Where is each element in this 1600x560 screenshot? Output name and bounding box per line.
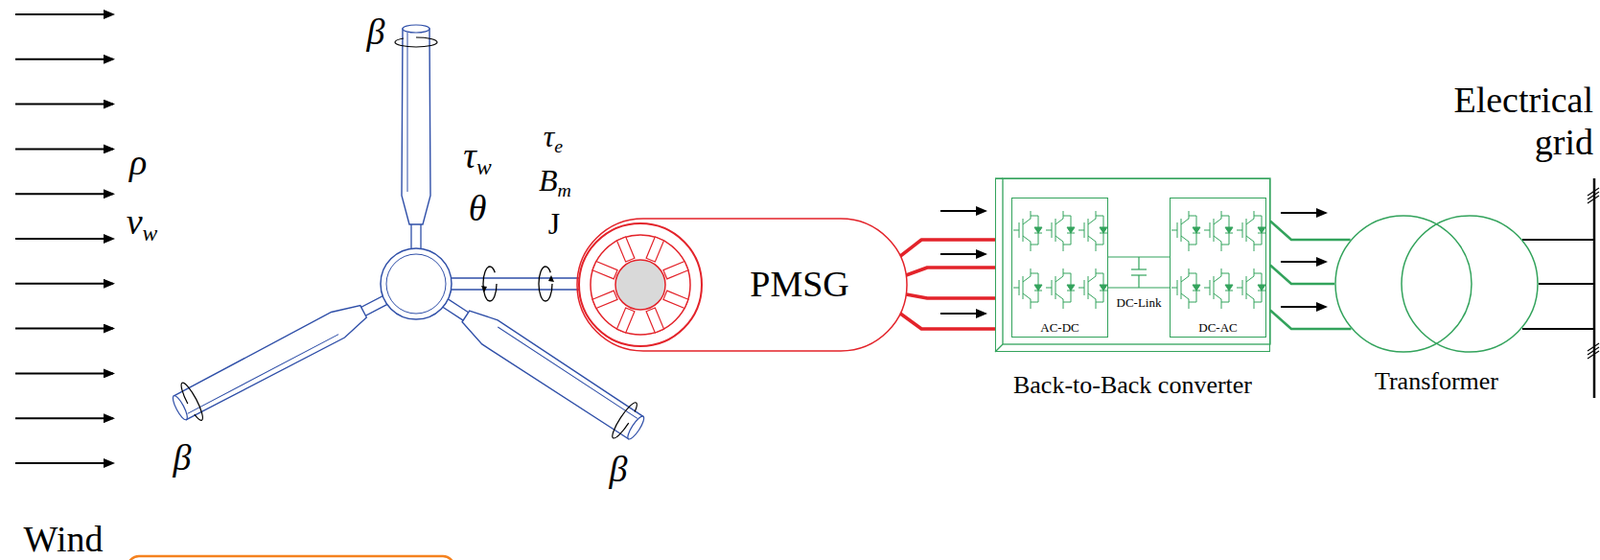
rotor-hub: [380, 248, 452, 320]
wind-arrows: [15, 14, 114, 464]
wind-torque: τw: [463, 136, 491, 181]
inverter-box: DC-AC: [1169, 197, 1267, 338]
node-label: AC-DC: [1040, 321, 1079, 335]
inertia: J: [548, 207, 560, 241]
flow-arrows: [940, 210, 1326, 314]
dc-link-capacitor: [1108, 256, 1171, 288]
transformer-coils: [1334, 214, 1539, 353]
wind-panel: [127, 556, 455, 560]
pitch-angle: β: [609, 449, 628, 490]
shaft: [448, 266, 593, 302]
node-label: DC-AC: [1198, 321, 1237, 335]
capsule-outline: [576, 217, 908, 352]
rotor-blades: [166, 24, 651, 448]
pitch-angle: β: [367, 12, 386, 53]
node-caption: Transformer: [1374, 368, 1499, 396]
node-caption: Back-to-Back converter: [1013, 371, 1253, 400]
rectifier-box: AC-DC: [1011, 197, 1109, 338]
converter-box: Back-to-Back converterAC-DCDC-AC: [995, 178, 1271, 352]
converter-bevel: [995, 178, 1271, 352]
electric-torque: τe: [543, 119, 563, 158]
air-density: ρ: [129, 142, 147, 184]
power-wires: [1270, 221, 1351, 330]
generator-cross-section: [579, 223, 702, 347]
pitch-angle: β: [173, 438, 192, 479]
wind-speed: vw: [126, 202, 159, 247]
node-label: PMSG: [749, 264, 850, 305]
transformer-symbol: Transformer: [1334, 214, 1539, 353]
power-wires: [900, 239, 996, 329]
rotor-angle: θ: [468, 188, 487, 230]
dc-link-label: DC-Link: [1114, 296, 1164, 310]
friction-coefficient: Bm: [538, 163, 572, 202]
wind-label: Wind: [23, 519, 104, 560]
grid-label: Electrical grid: [1411, 78, 1594, 163]
generator-capsule: PMSG: [576, 217, 908, 352]
switch-symbols: [1013, 210, 1266, 309]
grid-bus: [1522, 178, 1600, 398]
